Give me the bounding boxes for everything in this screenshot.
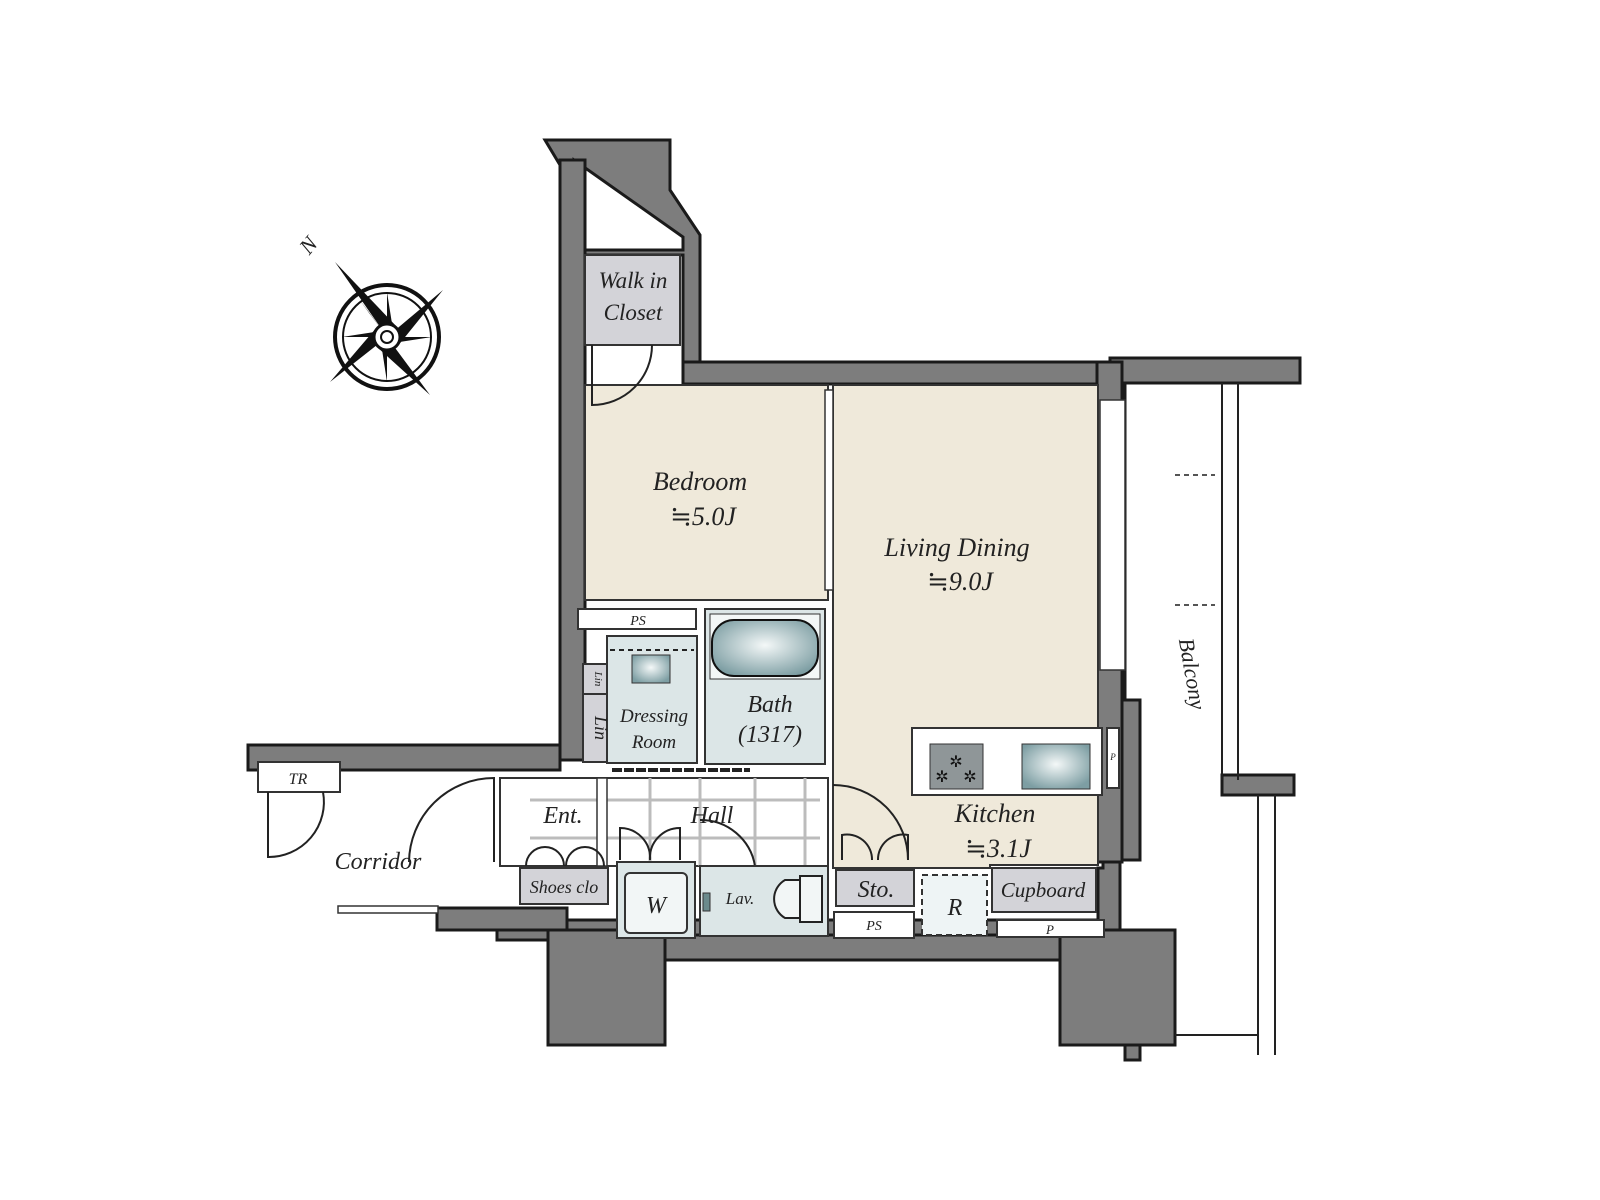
trunk-room-label: TR bbox=[289, 771, 308, 788]
walk-in-closet-label: Walk in bbox=[599, 268, 668, 293]
washer-closet-doors[interactable] bbox=[619, 826, 681, 861]
north-label: N bbox=[293, 231, 323, 260]
bedroom-size: ≒5.0J bbox=[670, 502, 737, 531]
burner-icon: ✲ bbox=[949, 754, 962, 771]
kitchen-size: ≒3.1J bbox=[965, 834, 1032, 863]
dressing-room-label: Room bbox=[631, 732, 676, 753]
shoes-closet-label: Shoes clo bbox=[530, 877, 598, 897]
refrigerator-space bbox=[921, 874, 988, 936]
shoes-closet bbox=[519, 867, 609, 905]
balcony: Balcony bbox=[1174, 383, 1276, 1055]
lavatory-label: Lav. bbox=[725, 889, 755, 908]
entrance-label: Ent. bbox=[542, 803, 582, 829]
living-dining-size: ≒9.0J bbox=[927, 567, 994, 596]
linen-small-label: Lin bbox=[592, 671, 604, 687]
shoes-closet-doors[interactable] bbox=[525, 846, 605, 867]
closet-door[interactable] bbox=[591, 344, 653, 407]
trunk-room-door[interactable] bbox=[267, 791, 325, 859]
linen-label: Lin bbox=[591, 715, 611, 740]
kitchen-label: Kitchen bbox=[954, 799, 1036, 828]
bath-label: Bath bbox=[747, 692, 792, 718]
ps-label: PS bbox=[865, 919, 882, 934]
washbasin-icon bbox=[631, 654, 671, 684]
compass-rose-icon: N bbox=[293, 231, 443, 395]
cupboard bbox=[991, 867, 1097, 913]
bathtub-icon bbox=[711, 619, 819, 677]
bedroom-label: Bedroom bbox=[653, 467, 747, 496]
hall-label: Hall bbox=[690, 803, 734, 829]
pipe-space-label: P bbox=[1109, 752, 1116, 762]
burner-icon: ✲ bbox=[935, 769, 948, 786]
ps-label: PS bbox=[629, 614, 646, 629]
lavatory-door[interactable] bbox=[699, 818, 756, 867]
walk-in-closet-label: Closet bbox=[604, 300, 663, 325]
stove-icon bbox=[929, 743, 984, 790]
living-dining-label: Living Dining bbox=[883, 533, 1029, 562]
refrigerator-label: R bbox=[947, 895, 963, 921]
bath-size: (1317) bbox=[738, 722, 802, 748]
sink-icon bbox=[1021, 743, 1091, 790]
washer-label: W bbox=[646, 893, 668, 919]
storage-label: Sto. bbox=[858, 877, 895, 903]
dressing-room-label: Dressing bbox=[619, 706, 688, 727]
pipe-space-label: P bbox=[1045, 922, 1054, 937]
balcony-label: Balcony bbox=[1174, 636, 1211, 712]
entrance-door[interactable] bbox=[408, 776, 495, 863]
burner-icon: ✲ bbox=[963, 769, 976, 786]
bedroom bbox=[584, 384, 829, 601]
toilet-icon bbox=[773, 879, 801, 919]
cupboard-label: Cupboard bbox=[1001, 878, 1086, 902]
corridor-label: Corridor bbox=[335, 849, 422, 875]
walk-in-closet bbox=[584, 254, 681, 346]
window bbox=[1099, 399, 1126, 671]
storage bbox=[835, 869, 915, 907]
storage-doors[interactable] bbox=[841, 833, 909, 861]
kitchen-door[interactable] bbox=[832, 784, 909, 861]
